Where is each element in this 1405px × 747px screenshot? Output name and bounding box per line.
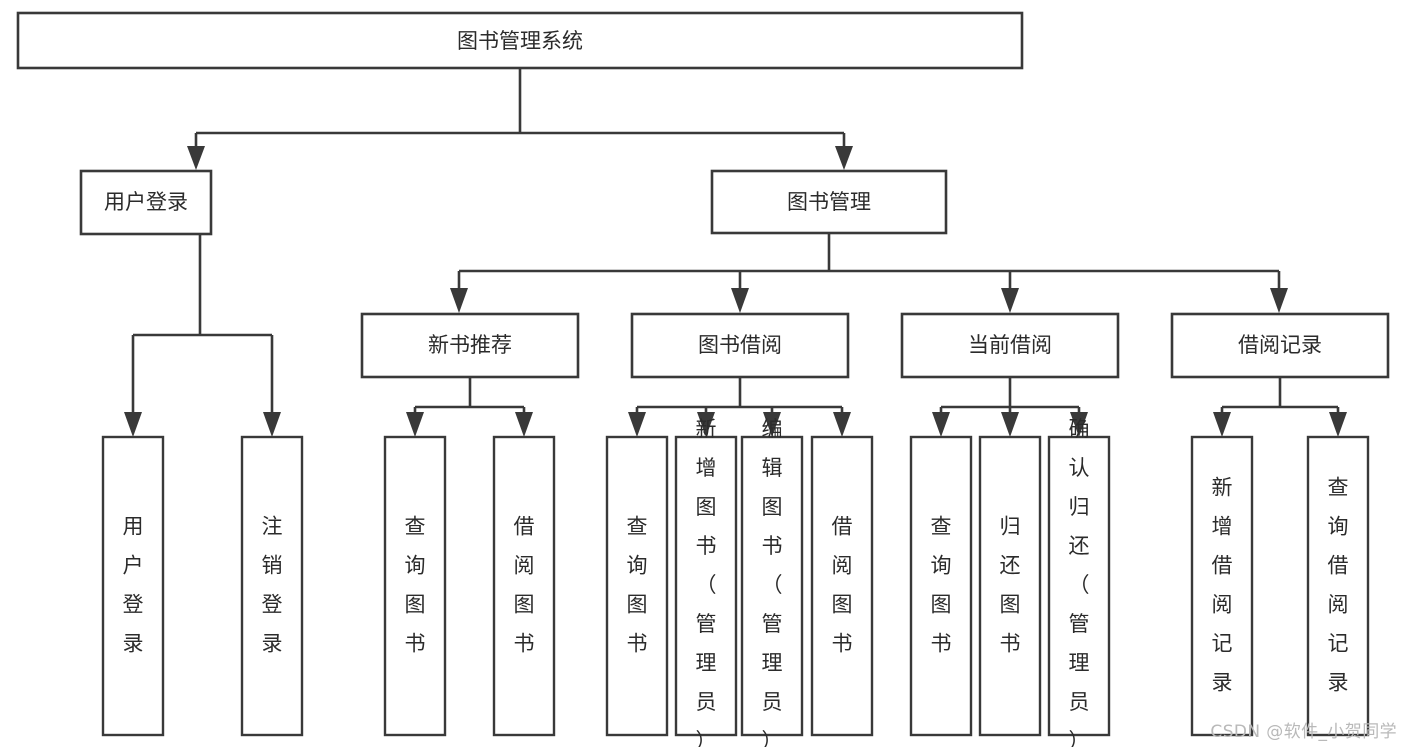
leaf-box <box>1306 435 1370 737</box>
connector-group-new-book <box>406 377 533 437</box>
leaf-label: 确认归还（管理员） <box>1069 417 1090 747</box>
leaf-label: 查询图书 <box>931 515 952 656</box>
leaf-box <box>909 435 973 737</box>
arrow-head-icon <box>628 412 646 437</box>
csdn-watermark: CSDN @软件_小贺同学 <box>1210 722 1397 742</box>
node-current-borrow[interactable]: 当前借阅 <box>900 312 1120 379</box>
connector-group-book-management <box>450 233 1288 313</box>
node-book-borrow-box <box>630 312 850 379</box>
node-borrow-record-box <box>1170 312 1390 379</box>
connector-group-borrow-record <box>1213 377 1347 437</box>
arrow-head-icon <box>406 412 424 437</box>
leaf-label: 新增借阅记录 <box>1212 476 1233 695</box>
node-book-borrow-label: 图书借阅 <box>698 333 782 357</box>
connector-group-book-borrow <box>628 377 851 437</box>
leaf-node-borrow-record-add[interactable]: 新增借阅记录 <box>1190 435 1254 737</box>
leaf-label: 查询图书 <box>405 515 426 656</box>
arrow-head-icon <box>1329 412 1347 437</box>
node-book-management-label: 图书管理 <box>787 190 871 214</box>
node-borrow-record[interactable]: 借阅记录 <box>1170 312 1390 379</box>
leaf-node-new-book-borrow[interactable]: 借阅图书 <box>492 435 556 737</box>
leaf-box <box>383 435 447 737</box>
arrow-head-icon <box>1001 412 1019 437</box>
node-user-login[interactable]: 用户登录 <box>79 169 213 236</box>
node-user-login-label: 用户登录 <box>104 190 188 214</box>
leaf-label: 注销登录 <box>262 515 283 656</box>
arrow-head-icon <box>263 412 281 437</box>
leaf-box <box>674 435 738 737</box>
arrow-head-icon <box>1001 288 1019 313</box>
leaf-label: 用户登录 <box>123 515 144 656</box>
leaf-node-new-book-query[interactable]: 查询图书 <box>383 435 447 737</box>
leaf-box <box>492 435 556 737</box>
leaf-label: 编辑图书（管理员） <box>762 417 783 747</box>
leaf-node-book-borrow-edit[interactable]: 编辑图书（管理员） <box>740 417 804 747</box>
leaf-node-current-borrow-query[interactable]: 查询图书 <box>909 435 973 737</box>
leaf-box <box>1190 435 1254 737</box>
leaf-node-book-borrow-query[interactable]: 查询图书 <box>605 435 669 737</box>
arrow-head-icon <box>835 146 853 170</box>
leaf-box <box>605 435 669 737</box>
node-root-label: 图书管理系统 <box>457 29 583 53</box>
arrow-head-icon <box>1070 412 1088 437</box>
leaf-label: 归还图书 <box>1000 515 1021 656</box>
leaf-box <box>101 435 165 737</box>
leaf-label: 查询图书 <box>627 515 648 656</box>
leaf-label: 借阅图书 <box>832 515 853 656</box>
connector-group-user-login <box>124 234 281 437</box>
leaf-label: 查询借阅记录 <box>1328 476 1349 695</box>
arrow-head-icon <box>932 412 950 437</box>
connector-group-root <box>187 68 853 170</box>
arrow-head-icon <box>697 412 715 437</box>
arrow-head-icon <box>124 412 142 437</box>
arrow-head-icon <box>450 288 468 313</box>
leaf-label: 新增图书（管理员） <box>696 417 717 747</box>
node-new-book-recommend[interactable]: 新书推荐 <box>360 312 580 379</box>
arrow-head-icon <box>515 412 533 437</box>
arrow-head-icon <box>833 412 851 437</box>
arrow-head-icon <box>187 146 205 170</box>
arrow-head-icon <box>731 288 749 313</box>
node-book-management[interactable]: 图书管理 <box>710 169 948 235</box>
leaf-node-user-login-logout[interactable]: 注销登录 <box>240 435 304 737</box>
leaf-node-book-borrow-borrow[interactable]: 借阅图书 <box>810 435 874 737</box>
arrow-head-icon <box>763 412 781 437</box>
leaf-box <box>978 435 1042 737</box>
leaf-node-current-borrow-confirm[interactable]: 确认归还（管理员） <box>1047 417 1111 747</box>
node-new-book-recommend-box <box>360 312 580 379</box>
leaf-label: 借阅图书 <box>514 515 535 656</box>
leaf-node-book-borrow-add[interactable]: 新增图书（管理员） <box>674 417 738 747</box>
leaf-node-user-login-login[interactable]: 用户登录 <box>101 435 165 737</box>
leaf-box <box>240 435 304 737</box>
node-root-system[interactable]: 图书管理系统 <box>16 11 1024 70</box>
node-user-login-box <box>79 169 213 236</box>
node-book-borrow[interactable]: 图书借阅 <box>630 312 850 379</box>
leaf-box <box>740 435 804 737</box>
node-current-borrow-label: 当前借阅 <box>968 333 1052 357</box>
node-book-management-box <box>710 169 948 235</box>
node-root-box <box>16 11 1024 70</box>
node-current-borrow-box <box>900 312 1120 379</box>
arrow-head-icon <box>1213 412 1231 437</box>
leaf-node-current-borrow-return[interactable]: 归还图书 <box>978 435 1042 737</box>
node-borrow-record-label: 借阅记录 <box>1238 333 1322 357</box>
arrow-head-icon <box>1270 288 1288 313</box>
leaf-box <box>810 435 874 737</box>
node-new-book-recommend-label: 新书推荐 <box>428 333 512 357</box>
leaf-node-borrow-record-query[interactable]: 查询借阅记录 <box>1306 435 1370 737</box>
connector-group-current-borrow <box>932 377 1088 437</box>
leaf-box <box>1047 435 1111 737</box>
